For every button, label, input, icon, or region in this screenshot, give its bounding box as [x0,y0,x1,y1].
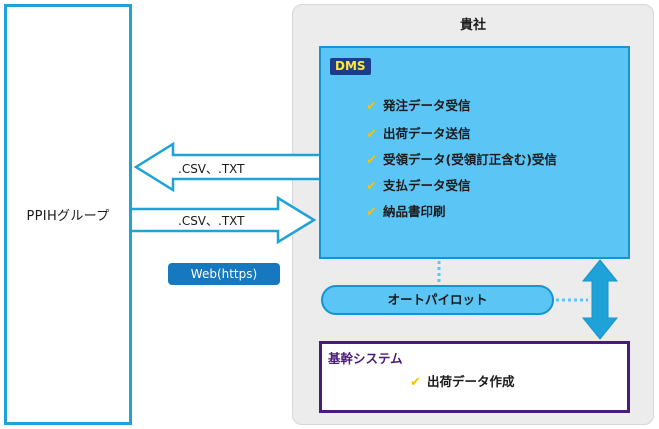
dms-item: ✔ 支払データ受信 [366,177,471,195]
double-arrow [581,259,619,340]
dms-item-label: 発注データ受信 [383,98,471,113]
check-icon: ✔ [366,153,377,168]
dms-badge: DMS [330,58,371,75]
flow-label-to-company: .CSV、.TXT [178,214,245,228]
core-system-box [319,341,630,413]
check-icon: ✔ [366,99,377,114]
dms-item: ✔ 納品書印刷 [366,203,446,221]
dms-box [319,46,630,259]
autopilot-pill: オートパイロット [321,285,554,315]
dms-item-label: 支払データ受信 [383,178,471,193]
core-system-title: 基幹システム [328,351,403,366]
arrow-to-company [132,195,317,245]
core-system-item: ✔ 出荷データ作成 [410,371,515,390]
partner-label: PPIHグループ [26,209,110,224]
dms-item: ✔ 受領データ(受領訂正含む)受信 [366,151,557,169]
dms-item: ✔ 発注データ受信 [366,97,471,115]
company-title: 貴社 [459,18,486,33]
check-icon: ✔ [410,375,421,390]
dms-item-label: 納品書印刷 [383,204,446,219]
check-icon: ✔ [366,127,377,142]
dms-item-label: 受領データ(受領訂正含む)受信 [383,152,557,167]
partner-box [4,4,132,425]
dms-item-label: 出荷データ送信 [383,126,471,141]
dms-item: ✔ 出荷データ送信 [366,125,471,143]
check-icon: ✔ [366,179,377,194]
flow-label-to-partner: .CSV、.TXT [178,162,245,176]
core-system-item-label: 出荷データ作成 [427,374,515,389]
protocol-badge: Web(https) [168,263,280,285]
arrow-to-partner [133,141,319,193]
check-icon: ✔ [366,205,377,220]
